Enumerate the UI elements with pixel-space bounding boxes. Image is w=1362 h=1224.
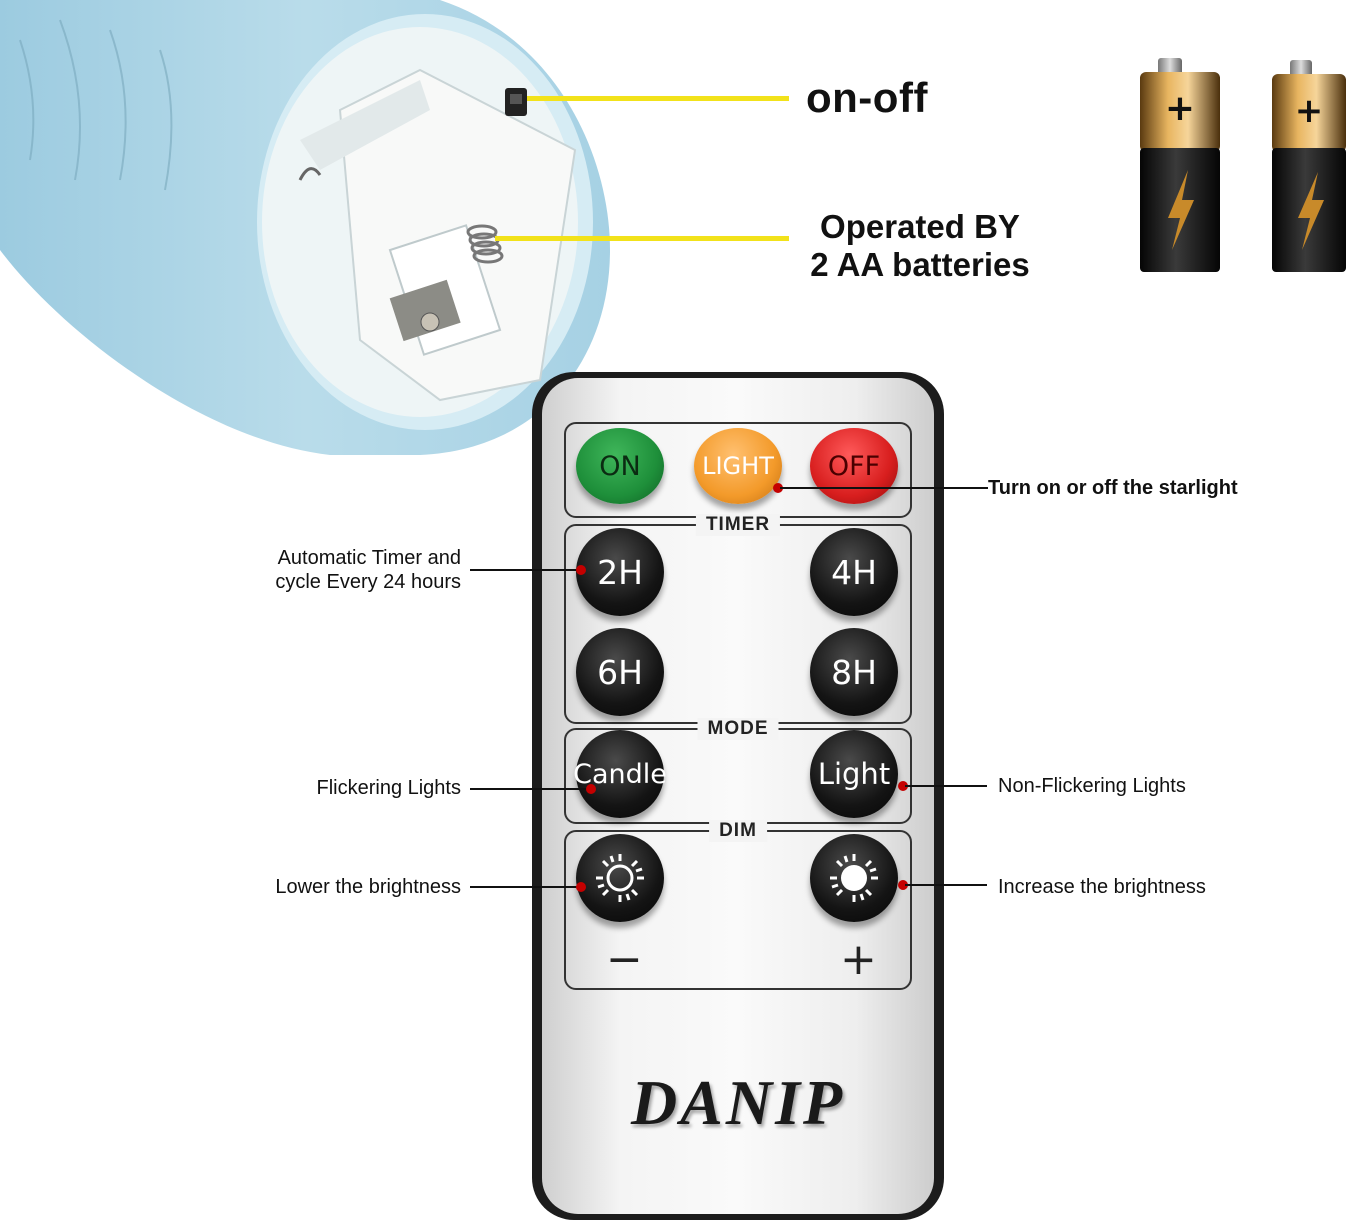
off-button-label: OFF [827, 450, 881, 482]
timer-8h-button[interactable]: 8H [810, 628, 898, 716]
flicker-callout: Flickering Lights [316, 777, 461, 799]
timer-8h-label: 8H [831, 652, 877, 692]
nonflicker-callout-line [905, 785, 987, 787]
sun-filled-icon [830, 854, 878, 902]
light-button-label: LIGHT [702, 452, 774, 480]
nonflicker-callout-dot [898, 781, 908, 791]
mode-title: MODE [697, 718, 779, 740]
battery-label: Operated BY 2 AA batteries [795, 208, 1045, 284]
candle-bottom-image [0, 0, 610, 455]
light-mode-label: Light [817, 757, 891, 791]
starlight-callout-dot [773, 483, 783, 493]
timer-callout-line2: cycle Every 24 hours [275, 571, 461, 593]
dim-minus-sign: − [606, 934, 643, 985]
batteries-image: + + [1140, 58, 1346, 272]
brand-logo: DANIP [630, 1067, 846, 1138]
svg-text:+: + [1295, 91, 1324, 131]
battery-left-icon: + [1140, 58, 1220, 272]
timer-2h-label: 2H [597, 552, 643, 592]
flicker-callout-line [470, 788, 590, 790]
timer-callout-line [470, 569, 580, 571]
candle-mode-button[interactable]: Candle [573, 730, 667, 818]
increase-callout-line [905, 884, 987, 886]
battery-callout-line [495, 236, 789, 241]
timer-callout: Automatic Timer and cycle Every 24 hours [258, 546, 461, 594]
on-button[interactable]: ON [576, 428, 664, 504]
switch-callout-line [527, 96, 789, 101]
timer-4h-label: 4H [831, 552, 877, 592]
off-button[interactable]: OFF [810, 428, 898, 504]
lower-callout-dot [576, 882, 586, 892]
lower-brightness-callout: Lower the brightness [275, 876, 461, 898]
increase-brightness-callout: Increase the brightness [998, 876, 1206, 898]
battery-right-icon: + [1272, 60, 1346, 272]
increase-callout-dot [898, 880, 908, 890]
on-button-label: ON [599, 450, 641, 482]
nonflicker-callout: Non-Flickering Lights [998, 775, 1186, 797]
light-button[interactable]: LIGHT [694, 428, 782, 504]
on-off-label: on-off [806, 74, 928, 121]
timer-4h-button[interactable]: 4H [810, 528, 898, 616]
starlight-callout-line [780, 487, 988, 489]
svg-text:+: + [1165, 88, 1195, 129]
battery-label-line2: 2 AA batteries [810, 246, 1030, 283]
timer-callout-dot [576, 565, 586, 575]
battery-label-line1: Operated BY [820, 208, 1020, 245]
dim-up-button[interactable] [810, 834, 898, 922]
remote-control: ON LIGHT OFF TIMER 2H 4H 6H 8H MODE Cand… [532, 372, 944, 1220]
dim-title: DIM [709, 820, 767, 842]
timer-6h-button[interactable]: 6H [576, 628, 664, 716]
timer-6h-label: 6H [597, 652, 643, 692]
dim-plus-sign: + [840, 934, 877, 985]
dim-down-button[interactable] [576, 834, 664, 922]
flicker-callout-dot [586, 784, 596, 794]
light-mode-button[interactable]: Light [810, 730, 898, 818]
lower-callout-line [470, 886, 580, 888]
remote-face: ON LIGHT OFF TIMER 2H 4H 6H 8H MODE Cand… [542, 378, 934, 1214]
timer-callout-line1: Automatic Timer and [277, 547, 461, 569]
starlight-callout: Turn on or off the starlight [988, 477, 1238, 499]
timer-2h-button[interactable]: 2H [576, 528, 664, 616]
timer-title: TIMER [695, 514, 781, 536]
sun-outline-icon [596, 854, 644, 902]
